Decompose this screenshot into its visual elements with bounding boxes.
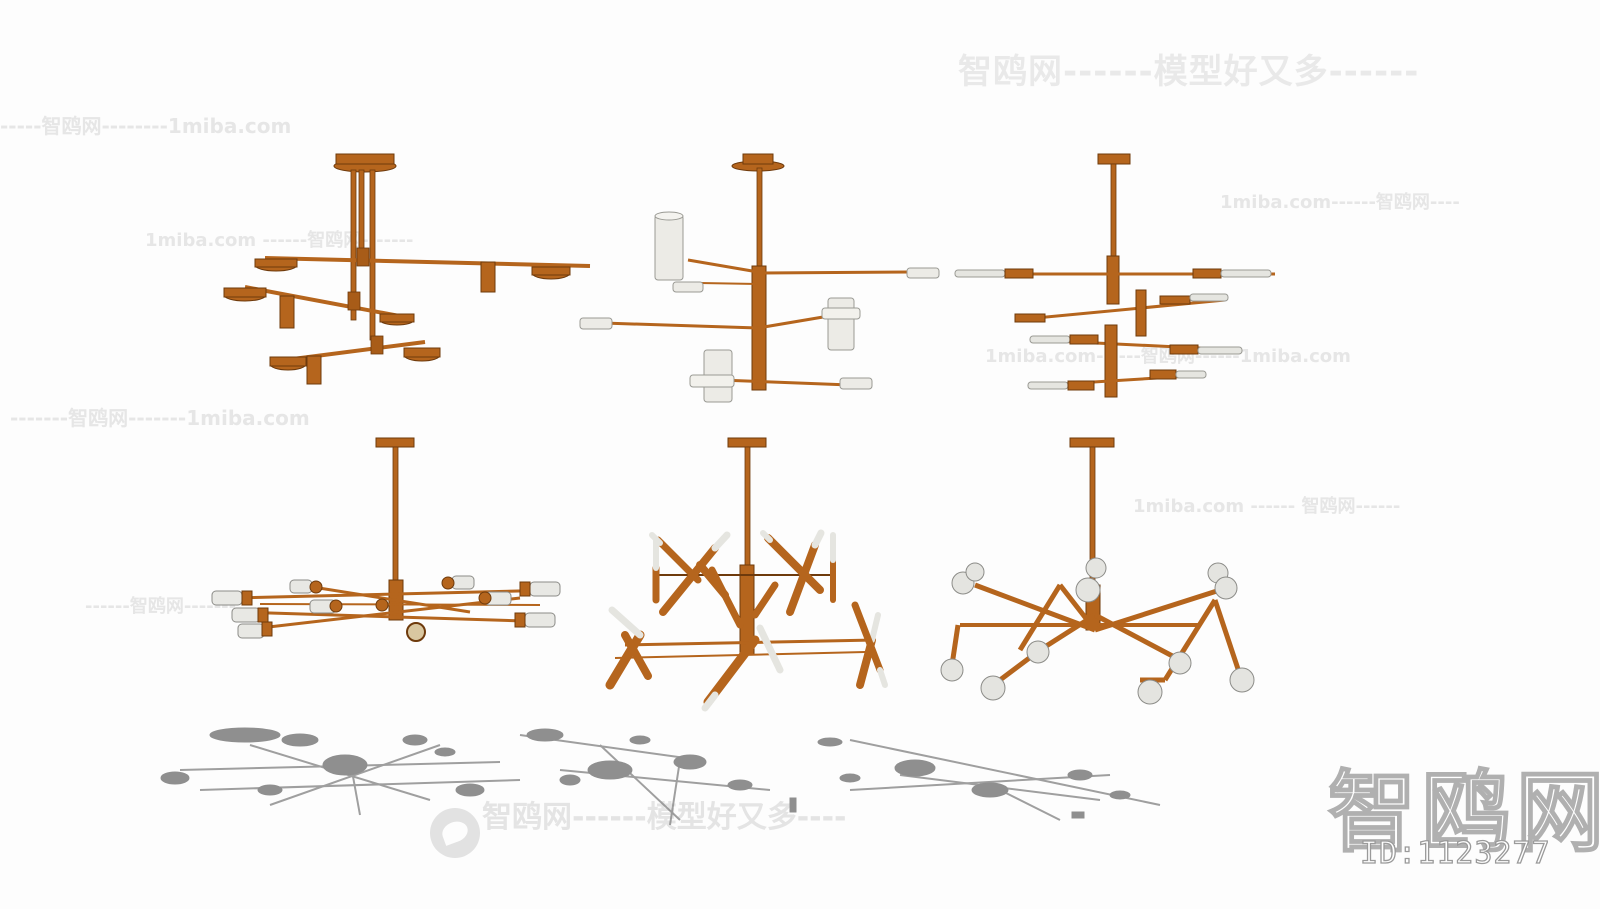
model-id-label: ID:1123277 (1359, 835, 1551, 871)
chandelier-1 (223, 153, 591, 385)
seagull-logo-icon (430, 808, 480, 858)
chandelier-5 (605, 437, 888, 712)
chandelier-3 (954, 153, 1275, 398)
brand-logo-mark: 智鸥网 (1327, 760, 1600, 865)
chandelier-6 (940, 437, 1255, 705)
floor-shadows (160, 727, 1161, 826)
chandelier-2 (579, 153, 940, 403)
chandelier-4 (211, 437, 561, 642)
